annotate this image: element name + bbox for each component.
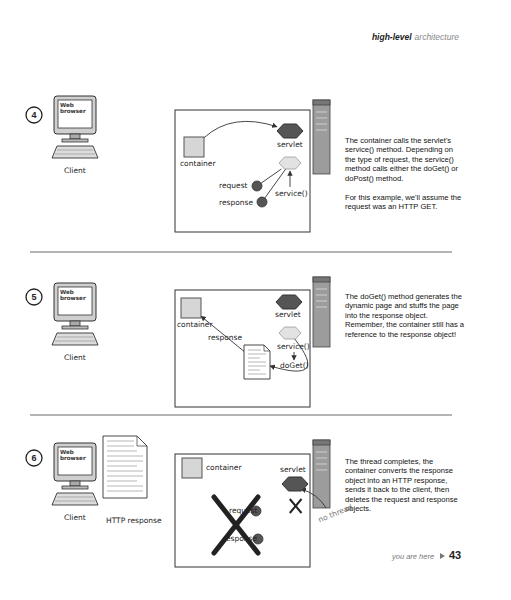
client-computer: Web browserClient xyxy=(52,283,98,347)
node-label: request xyxy=(229,506,258,515)
request-object: request xyxy=(251,506,261,516)
description-text: The doGet() method generates the dynamic… xyxy=(345,292,465,339)
node-label: Client xyxy=(64,513,86,522)
doc-outline xyxy=(244,345,270,379)
thread-hexagon: service()doGet() xyxy=(279,327,301,339)
node-label: servlet xyxy=(277,140,303,149)
node-label: Client xyxy=(64,353,86,362)
node-label: container xyxy=(206,463,242,472)
callout-circle xyxy=(26,450,42,466)
node-label: HTTP response xyxy=(106,516,162,525)
hexlight-outline xyxy=(279,327,301,339)
client-computer: Web browserClient xyxy=(52,96,98,160)
response-object: response xyxy=(257,197,267,207)
node-label: response xyxy=(219,198,253,207)
client-computer: Web browserClient xyxy=(52,443,98,507)
doc-outline xyxy=(103,436,147,498)
server-tower xyxy=(313,277,330,347)
panel-frame xyxy=(175,454,310,567)
container-box: container xyxy=(181,298,201,318)
node-label: service() xyxy=(277,342,310,351)
hexlight-outline xyxy=(279,157,301,169)
callout-number: 5 xyxy=(26,292,42,303)
container-box: container xyxy=(184,137,204,157)
server-towers xyxy=(313,100,330,508)
response-object: response xyxy=(253,534,263,544)
circle-outline xyxy=(252,181,262,191)
container-box: container xyxy=(182,458,202,478)
hexdark-outline xyxy=(277,124,303,138)
panel-frames xyxy=(175,110,310,567)
square-outline xyxy=(182,458,202,478)
request-object: request xyxy=(252,181,262,191)
leader-arrows xyxy=(290,171,326,508)
node-label: container xyxy=(177,320,213,329)
leader-arrow xyxy=(294,352,295,360)
screen-label: Web browser xyxy=(60,102,90,114)
servlet-hexagon: servlet xyxy=(277,124,303,138)
description-text: The container calls the servlet's servic… xyxy=(345,136,465,183)
screen-label: Web browser xyxy=(60,449,90,461)
divider-line xyxy=(30,415,452,416)
callout-number: 4 xyxy=(26,110,42,121)
divider-line xyxy=(30,252,452,253)
square-outline xyxy=(181,298,201,318)
footer-text: you are here xyxy=(392,552,434,561)
hexx-outline xyxy=(282,477,308,491)
node-label: response xyxy=(223,534,257,543)
link-line xyxy=(261,169,281,183)
http-response-page: HTTP response xyxy=(103,436,147,498)
callout-circles xyxy=(26,107,42,466)
server-tower xyxy=(313,440,330,508)
node-label: servlet xyxy=(280,465,306,474)
square-outline xyxy=(184,137,204,157)
callout-circle xyxy=(26,289,42,305)
servlet-hexagon: servlet xyxy=(276,295,302,309)
monitor-outline xyxy=(52,443,98,507)
response-page: response xyxy=(244,345,270,379)
node-label: container xyxy=(180,159,216,168)
description-text: The thread completes, the container conv… xyxy=(345,457,465,513)
delete-cross xyxy=(214,497,258,553)
description-text: For this example, we'll assume the reque… xyxy=(345,193,465,212)
panel-frame xyxy=(175,110,310,232)
node-label: response xyxy=(208,333,242,342)
page-marker xyxy=(440,553,445,559)
hexdark-outline xyxy=(276,295,302,309)
monitor-outline xyxy=(52,96,98,160)
header-text: high-level xyxy=(372,32,412,42)
leader-arrow xyxy=(301,489,326,508)
server-tower xyxy=(313,100,330,174)
node-label: service() xyxy=(275,189,308,198)
thread-hexagon: service() xyxy=(279,157,301,169)
node-label: request xyxy=(219,181,248,190)
page-header: high-levelarchitecture xyxy=(372,32,459,42)
servlet-hexagon: servlet xyxy=(282,477,308,491)
node-label: Client xyxy=(64,166,86,175)
screen-label: Web browser xyxy=(60,289,90,301)
callout-circle xyxy=(26,107,42,123)
monitor-outline xyxy=(52,283,98,347)
page-number: 43 xyxy=(449,549,461,561)
call-arrow xyxy=(204,121,277,137)
header-text: architecture xyxy=(415,32,459,42)
leader-arrow xyxy=(290,171,291,187)
callout-number: 6 xyxy=(26,453,42,464)
circle-outline xyxy=(257,197,267,207)
node-label: doGet() xyxy=(280,361,309,370)
panel-frame xyxy=(175,290,310,407)
node-label: servlet xyxy=(275,310,301,319)
